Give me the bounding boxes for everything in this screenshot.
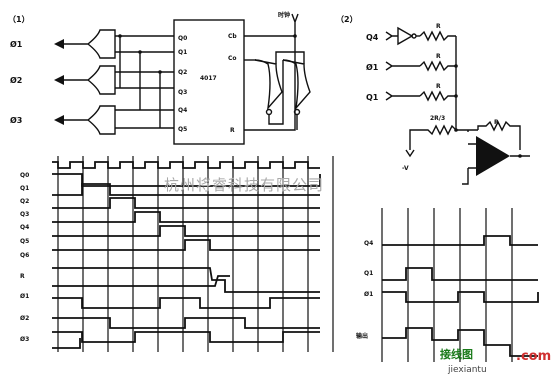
resistor-label-2: R (436, 53, 441, 60)
nor-gates (254, 51, 311, 130)
right-timing-labels: Q4 Q1 Ø1 输出 (356, 240, 373, 340)
left-wave-label-o2: Ø2 (20, 315, 29, 322)
left-wave-label-q6: Q6 (20, 252, 29, 259)
watermark-text: 杭州将睿科技有限公司 (164, 176, 324, 194)
output-gates: Ø1 Ø2 Ø3 (10, 29, 174, 135)
left-wave-label-q2: Q2 (20, 198, 29, 205)
left-wave-label-q1: Q1 (20, 185, 29, 192)
resistor-label-5: R (494, 119, 499, 126)
counter-chip: 4017 Q0 Q1 Q2 Q3 Q4 Q5 Cb Co R (173, 19, 245, 145)
left-wave-label-q0: Q0 (20, 172, 29, 179)
right-wave-label-o1: Ø1 (364, 291, 373, 298)
right-wave-label-q1: Q1 (364, 270, 373, 277)
pin-q3: Q3 (178, 89, 187, 96)
corner-logo-text: 接线图 (440, 347, 473, 361)
pin-clock: Cb (228, 33, 237, 40)
right-timing-grid (381, 208, 513, 362)
left-wave-label-r: R (20, 273, 25, 280)
panel-tag-left: （1） (8, 14, 30, 24)
panel-tag-right: （2） (336, 14, 358, 24)
right-waveforms (382, 235, 539, 357)
pin-q5: Q5 (178, 126, 187, 133)
left-timing-labels: Q0 Q1 Q2 Q3 Q4 Q5 Q6 R Ø1 Ø2 Ø3 (20, 172, 29, 343)
corner-logo: 接线图 .com jiexiantu (440, 347, 551, 375)
output-label-1: Ø1 (10, 39, 23, 49)
input-label-q4: Q4 (366, 33, 379, 42)
input-label-o1: Ø1 (366, 62, 379, 72)
corner-url: jiexiantu (447, 365, 487, 375)
resistor-label-4: 2R/3 (430, 115, 445, 122)
pin-reset: R (230, 127, 235, 134)
right-wave-label-output: 输出 (356, 332, 368, 340)
input-label-q1: Q1 (366, 93, 379, 102)
left-timing-grid (57, 156, 334, 352)
clock-label: 时钟 (278, 11, 290, 19)
resistor-label-3: R (436, 83, 441, 90)
right-wave-label-q4: Q4 (364, 240, 373, 247)
clock-input: 时钟 (244, 11, 299, 131)
left-wave-label-q3: Q3 (20, 211, 29, 218)
left-wave-label-q5: Q5 (20, 238, 29, 245)
pin-q1: Q1 (178, 49, 187, 56)
corner-suffix: .com (516, 349, 551, 364)
left-wave-label-q4: Q4 (20, 224, 29, 231)
left-wave-label-o1: Ø1 (20, 293, 29, 300)
pin-q2: Q2 (178, 69, 187, 76)
chip-name: 4017 (200, 75, 217, 82)
pin-q0: Q0 (178, 35, 187, 42)
left-wave-label-o3: Ø3 (20, 336, 29, 343)
output-label-2: Ø2 (10, 75, 22, 85)
pin-carry: Co (228, 55, 237, 62)
resistor-label-1: R (436, 23, 441, 30)
output-label-3: Ø3 (10, 115, 22, 125)
pin-q4: Q4 (178, 107, 187, 114)
left-waveforms (52, 161, 321, 349)
neg-supply-label: -V (402, 165, 409, 172)
summing-network: Q4 Ø1 Q1 R R R 2R/3 -V R (366, 23, 530, 185)
